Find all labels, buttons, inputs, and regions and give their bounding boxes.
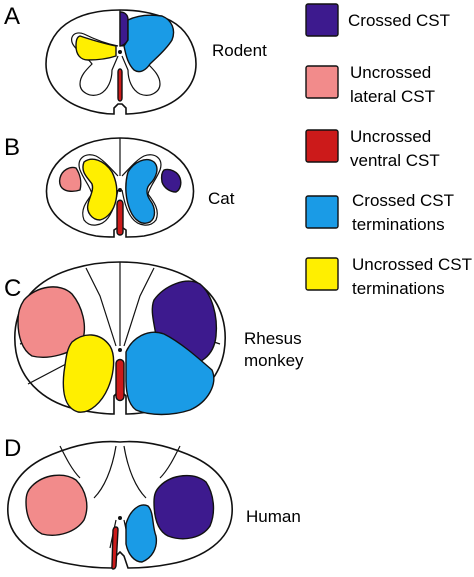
cat-uncrossed-terminations [82, 158, 118, 221]
legend-label-crossed-terminations-line1: Crossed CST [352, 191, 454, 210]
human-crossed-cst [153, 475, 215, 540]
panel-letter-d: D [4, 435, 21, 462]
legend-item-uncrossed-lateral-cst: Uncrossed lateral CST [305, 63, 435, 106]
legend-item-crossed-cst: Crossed CST [305, 3, 450, 37]
panel-letter-b: B [4, 134, 20, 161]
monkey-uncrossed-terminations [62, 334, 115, 413]
rodent-uncrossed-ventral-cst [117, 68, 123, 102]
legend-item-crossed-terminations: Crossed CST terminations [305, 191, 454, 234]
species-label-rodent: Rodent [212, 41, 267, 60]
legend-item-uncrossed-ventral-cst: Uncrossed ventral CST [305, 127, 440, 170]
legend-label-uncrossed-lateral-line2: lateral CST [350, 87, 435, 106]
species-label-cat: Cat [208, 189, 235, 208]
panel-c: C Rhesus monkey [4, 261, 304, 416]
monkey-uncrossed-ventral-cst [115, 358, 125, 402]
rodent-gray-matter-left [71, 32, 119, 96]
rodent-central-canal [118, 50, 122, 54]
cat-uncrossed-ventral-cst [116, 199, 124, 236]
cat-central-canal [118, 188, 122, 192]
monkey-central-canal [118, 348, 122, 352]
cat-uncrossed-lateral-cst [58, 166, 82, 193]
cat-crossed-cst [160, 168, 182, 193]
panel-a: A Rodent [4, 3, 267, 115]
monkey-crossed-terminations [125, 331, 215, 416]
species-label-human: Human [246, 507, 301, 526]
human-uncrossed-lateral-cst [25, 474, 88, 536]
legend-label-uncrossed-lateral-line1: Uncrossed [350, 63, 431, 82]
legend-label-uncrossed-terminations-line1: Uncrossed CST [352, 255, 472, 274]
human-central-canal [118, 516, 122, 520]
legend-swatch-uncrossed-terminations [305, 257, 339, 291]
legend-swatch-uncrossed-lateral-cst [305, 65, 339, 99]
legend-label-uncrossed-ventral-line2: ventral CST [350, 151, 440, 170]
monkey-uncrossed-lateral-cst [17, 286, 86, 358]
panel-b: B Cat [4, 134, 235, 238]
human-uncrossed-ventral-cst [111, 526, 119, 570]
legend-swatch-crossed-terminations [305, 195, 339, 229]
legend-swatch-uncrossed-ventral-cst [305, 129, 339, 163]
cat-gray-matter-right [121, 154, 162, 226]
cat-crossed-terminations [125, 158, 158, 224]
species-label-rhesus: Rhesus [244, 329, 302, 348]
panel-letter-a: A [4, 3, 20, 30]
legend-label-crossed-terminations-line2: terminations [352, 215, 445, 234]
legend-swatch-crossed-cst [305, 3, 339, 37]
rodent-uncrossed-terminations [75, 35, 117, 61]
rodent-crossed-terminations [123, 14, 175, 73]
panel-d: D Human [4, 435, 301, 570]
legend-item-uncrossed-terminations: Uncrossed CST terminations [305, 255, 472, 298]
human-crossed-terminations [125, 504, 158, 563]
species-label-monkey: monkey [244, 351, 304, 370]
legend-label-uncrossed-terminations-line2: terminations [352, 279, 445, 298]
legend-label-uncrossed-ventral-line1: Uncrossed [350, 127, 431, 146]
legend: Crossed CST Uncrossed lateral CST Uncros… [305, 3, 472, 298]
legend-label-crossed-cst: Crossed CST [348, 11, 450, 30]
panel-letter-c: C [4, 275, 21, 302]
